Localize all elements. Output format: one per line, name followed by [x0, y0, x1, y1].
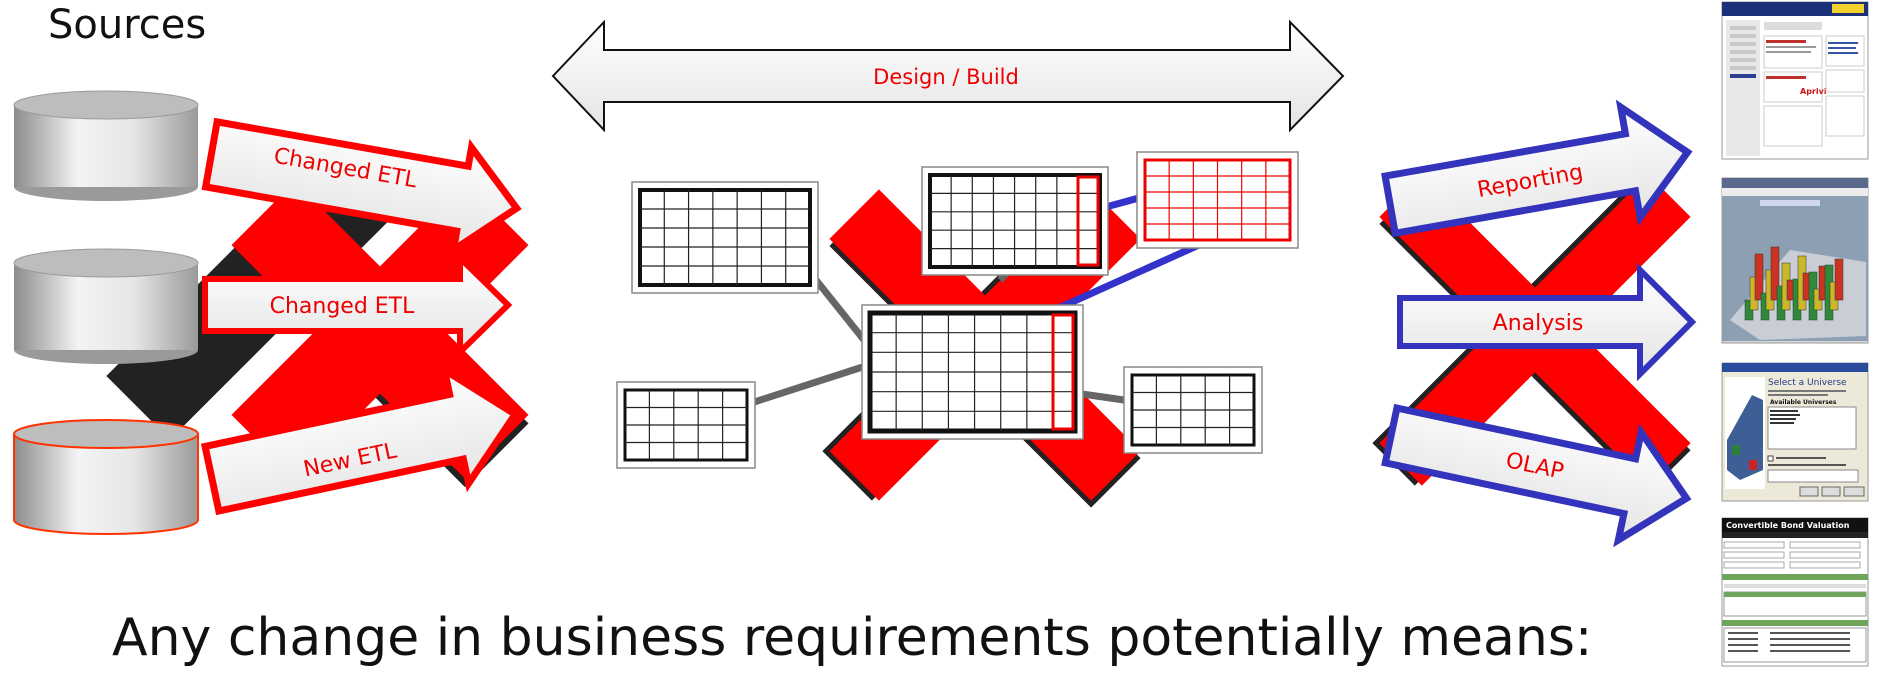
olap-arrow [1381, 403, 1692, 548]
3d-chart-analysis-thumbnail [1721, 177, 1869, 344]
aprivi-logo: Aprivi [1800, 87, 1827, 96]
dialog-heading: Select a Universe [1768, 378, 1847, 388]
etl-label-2: Changed ETL [270, 294, 416, 319]
reporting-portal-thumbnail: Aprivi [1721, 1, 1869, 160]
design-build-arrow [551, 19, 1345, 133]
table-top-left [631, 181, 819, 294]
bar-3d [1754, 253, 1764, 301]
bond-valuation-title: Convertible Bond Valuation [1726, 521, 1850, 530]
table-bottom-right [1123, 366, 1263, 454]
schema-tables [616, 151, 1299, 469]
table-bottom-left [616, 381, 756, 469]
analysis-arrow [1397, 262, 1697, 382]
bar-3d [1834, 258, 1844, 301]
select-universe-dialog-thumbnail: Select a Universe Available Universes [1721, 362, 1869, 502]
analysis-label: Analysis [1493, 311, 1584, 336]
etl-arrow-1 [201, 117, 522, 258]
etl-arrow-2 [202, 250, 513, 360]
fact-table-center [861, 304, 1084, 440]
etl-arrow-3 [200, 362, 521, 516]
bottom-caption: Any change in business requirements pote… [112, 608, 1593, 668]
available-universes-label: Available Universes [1770, 399, 1837, 406]
new-source-database-icon [13, 419, 199, 535]
table-top-center [921, 166, 1109, 276]
bar-chart-3d-icon [1744, 246, 1844, 321]
design-build-label: Design / Build [873, 65, 1019, 89]
source-database-icon [13, 90, 199, 201]
bar-3d [1770, 246, 1780, 301]
convertible-bond-thumbnail: Convertible Bond Valuation [1721, 517, 1869, 667]
table-top-right [1136, 151, 1299, 249]
reporting-arrow [1381, 99, 1693, 238]
sources-title: Sources [48, 2, 207, 48]
source-database-icon [13, 248, 199, 364]
